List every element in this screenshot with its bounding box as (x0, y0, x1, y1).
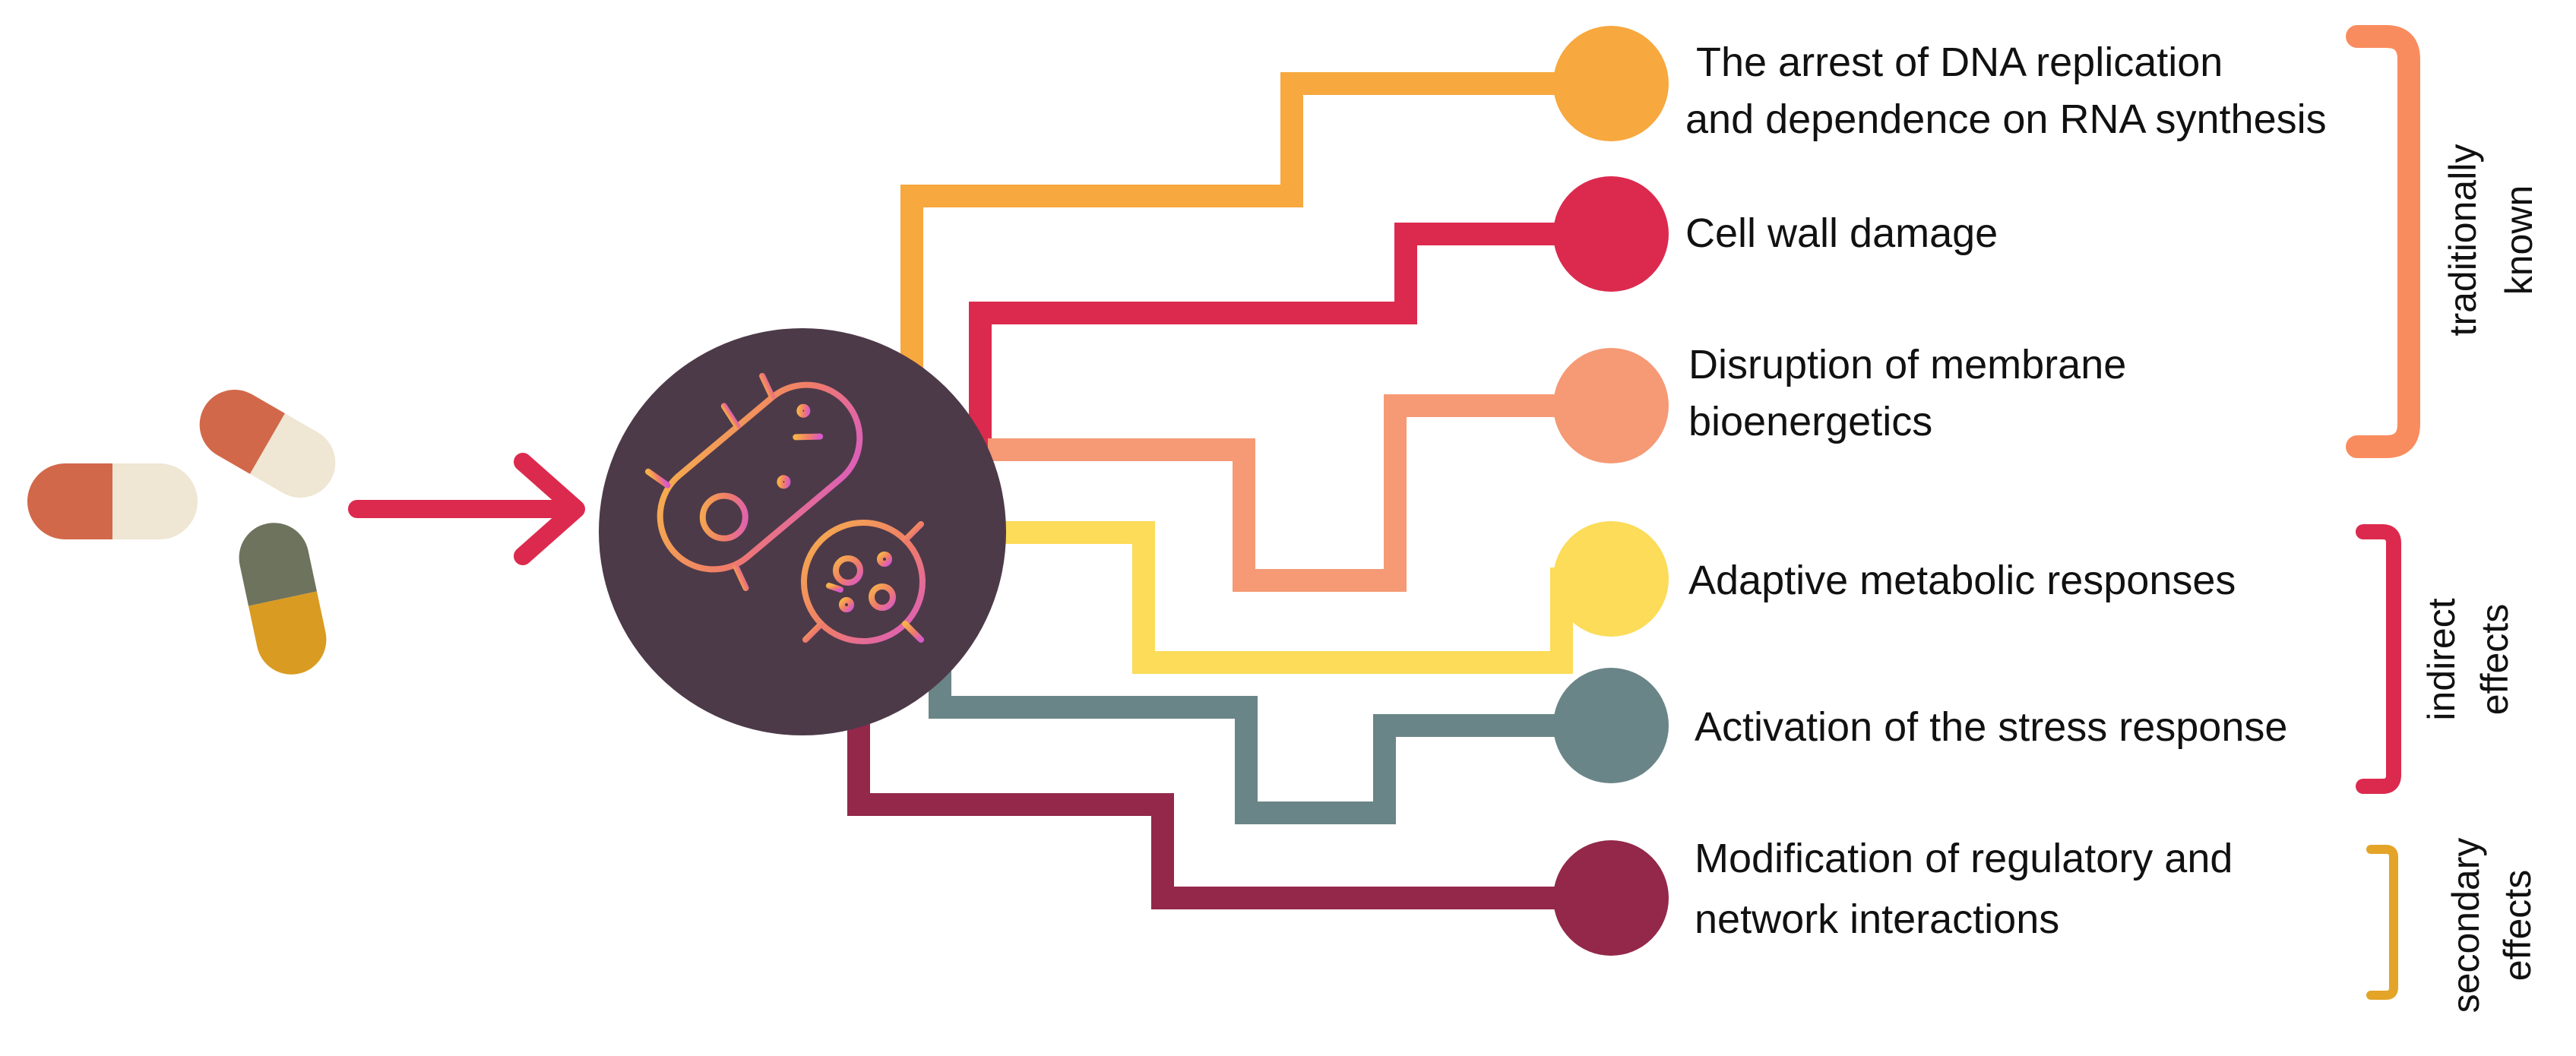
group-label-effects: effects (2473, 604, 2516, 715)
connector-line-cell-wall (969, 223, 1611, 517)
pill-cap (199, 390, 285, 474)
antibiotic-pills (27, 390, 336, 675)
bacteria-icon (644, 372, 948, 667)
outcome-dots (1553, 26, 1669, 956)
outcome-dot (1553, 668, 1669, 783)
group-label-effects: effects (2496, 870, 2539, 981)
connector-line-metabolic (988, 521, 1611, 674)
arrow-icon (348, 453, 585, 565)
group-brackets (2346, 25, 2420, 1000)
bracket-traditionally-known (2346, 25, 2420, 458)
outcome-dot (1553, 348, 1669, 463)
outcome-labels: The arrest of DNA replication and depend… (1685, 40, 2327, 942)
outcome-label-membrane-line2: bioenergetics (1688, 399, 1932, 444)
pill-cap (27, 463, 112, 539)
outcome-dot (1553, 840, 1669, 956)
pill-icon (199, 390, 336, 498)
outcome-label-metabolic: Adaptive metabolic responses (1688, 558, 2236, 603)
outcome-dot (1553, 176, 1669, 292)
outcome-dot (1553, 521, 1669, 637)
outcome-label-dna-replication-line1: The arrest of DNA replication (1696, 40, 2223, 85)
outcome-label-regulatory-line1: Modification of regulatory and (1695, 836, 2233, 881)
outcome-label-regulatory-line2: network interactions (1695, 896, 2059, 942)
group-label-traditionally: traditionally (2442, 144, 2484, 337)
bacteria-circle (599, 328, 1006, 735)
group-label-secondary: secondary (2445, 838, 2487, 1013)
connector-line-regulatory (847, 669, 1611, 909)
bracket-secondary-effects (2366, 845, 2398, 1000)
pill-cap (239, 523, 317, 606)
outcome-label-membrane-line1: Disruption of membrane (1688, 342, 2126, 387)
group-label-indirect: indirect (2420, 598, 2463, 720)
connector-lines (847, 72, 1611, 909)
group-labels: traditionally known indirect effects sec… (2420, 144, 2540, 1013)
outcome-dot (1553, 26, 1669, 141)
connector-line-membrane (988, 394, 1611, 592)
pill-body (248, 591, 327, 675)
outcome-label-cell-wall: Cell wall damage (1685, 210, 1998, 256)
outcome-label-stress: Activation of the stress response (1695, 704, 2287, 750)
group-label-known: known (2498, 185, 2540, 296)
connector-line-stress (929, 669, 1611, 824)
connector-line-dna-replication (900, 72, 1611, 395)
bracket-indirect-effects (2356, 524, 2401, 794)
pill-body (250, 413, 336, 498)
pill-body (112, 463, 198, 539)
outcome-label-dna-replication-line2: and dependence on RNA synthesis (1685, 96, 2327, 142)
pill-icon (239, 523, 327, 675)
pill-icon (27, 463, 198, 539)
